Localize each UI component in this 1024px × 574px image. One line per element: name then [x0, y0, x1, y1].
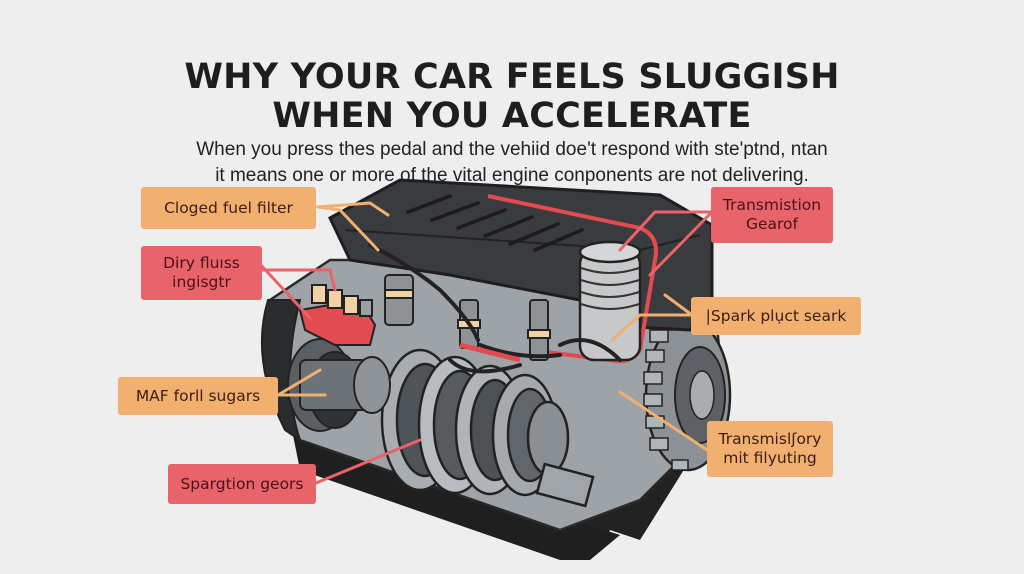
fuel-filter-canister [578, 240, 642, 362]
infographic-title-line1: WHY YOUR CAR FEELS SLUGGISH [184, 57, 840, 97]
cover-ribs [406, 194, 584, 252]
label-spark-plug: |Spark plụct seark [691, 297, 861, 335]
leader-lines [256, 201, 714, 485]
label-clogged-fuel-filter: Cloged fuel filter [141, 187, 316, 229]
infographic-title-line2: WHEN YOU ACCELERATE [272, 96, 752, 136]
front-pulleys [380, 348, 595, 508]
subtitle-line1: When you press thes pedal and the vehiid… [196, 139, 828, 160]
hoses [368, 243, 622, 374]
label-ignition-gears: Spargtion geors [168, 464, 316, 504]
subtitle-line2: it means one or more of the vital engine… [215, 165, 809, 186]
label-maf-sensor: MAF forll sugars [118, 377, 278, 415]
label-transmission-filter: Transmislʃory mit filyuting [707, 421, 833, 477]
label-dirty-fuel-injector: Diry fluıss ingisgtr [141, 246, 262, 300]
label-transmission-gear: Transmistion Gearof [711, 187, 833, 243]
